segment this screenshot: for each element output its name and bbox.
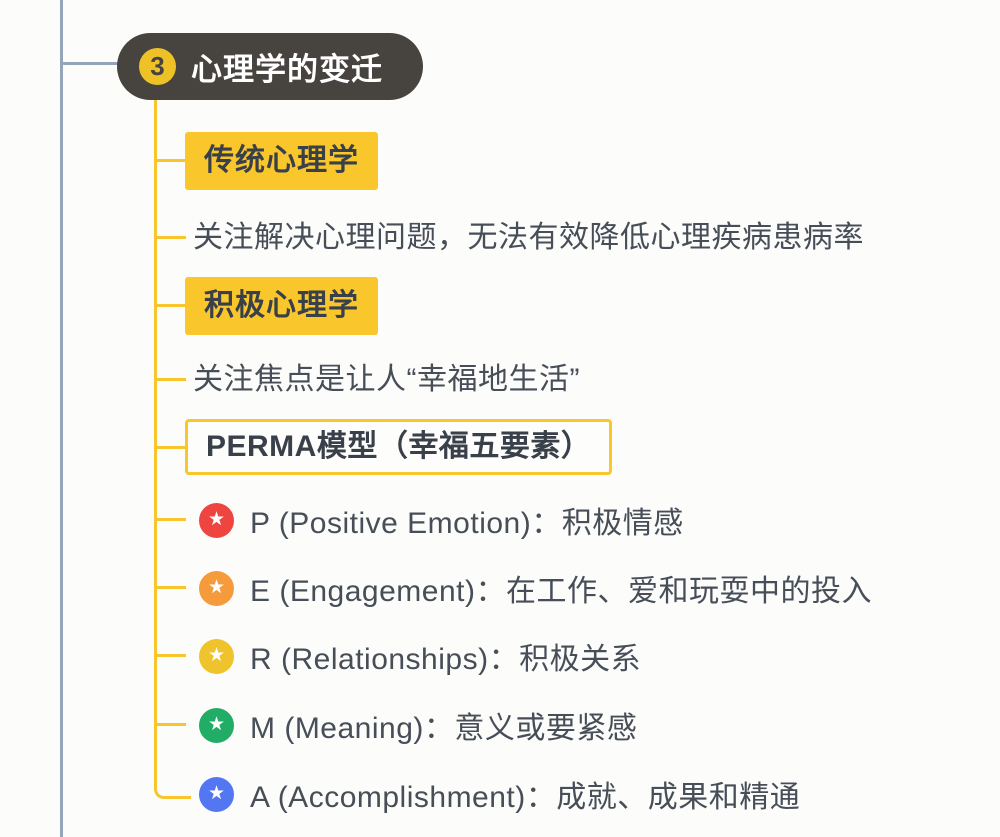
star-icon: ★: [199, 570, 234, 606]
parent-tree-line: [60, 0, 63, 837]
star-glyph: ★: [207, 576, 226, 598]
perma-item-label: M (Meaning)：意义或要紧感: [250, 712, 638, 745]
branch-line: [155, 654, 186, 657]
branch-line: [155, 446, 186, 449]
star-glyph: ★: [207, 644, 226, 666]
perma-item-r[interactable]: ★ R (Relationships)：积极关系: [199, 637, 642, 676]
perma-item-a[interactable]: ★ A (Accomplishment)：成就、成果和精通: [199, 775, 801, 814]
branch-line: [155, 304, 186, 307]
perma-item-p[interactable]: ★ P (Positive Emotion)：积极情感: [199, 501, 684, 540]
root-topic-label: 心理学的变迁: [191, 52, 383, 87]
root-branch-line: [61, 62, 123, 65]
star-icon: ★: [199, 776, 234, 812]
star-glyph: ★: [207, 508, 226, 530]
star-glyph: ★: [207, 782, 226, 804]
star-icon: ★: [199, 707, 234, 743]
perma-item-label: R (Relationships)：积极关系: [250, 643, 642, 676]
branch-line: [155, 723, 186, 726]
perma-item-label: E (Engagement)：在工作、爱和玩耍中的投入: [250, 575, 872, 608]
children-trunk-line: [154, 99, 157, 775]
root-topic-node[interactable]: 3 心理学的变迁: [117, 33, 423, 100]
star-icon: ★: [199, 502, 234, 538]
topic-number-badge-icon: 3: [139, 48, 176, 85]
last-branch-elbow-line: [154, 770, 191, 799]
branch-line: [155, 236, 186, 239]
perma-item-m[interactable]: ★ M (Meaning)：意义或要紧感: [199, 706, 638, 745]
perma-item-label: P (Positive Emotion)：积极情感: [250, 507, 684, 540]
node-traditional-note[interactable]: 关注解决心理问题，无法有效降低心理疾病患病率: [193, 221, 864, 254]
branch-line: [155, 518, 186, 521]
star-glyph: ★: [207, 713, 226, 735]
node-traditional-psychology[interactable]: 传统心理学: [185, 132, 378, 190]
branch-line: [155, 586, 186, 589]
star-icon: ★: [199, 638, 234, 674]
node-positive-note[interactable]: 关注焦点是让人“幸福地生活”: [193, 363, 580, 396]
node-perma-model[interactable]: PERMA模型（幸福五要素）: [185, 419, 613, 475]
perma-item-e[interactable]: ★ E (Engagement)：在工作、爱和玩耍中的投入: [199, 569, 872, 608]
branch-line: [155, 378, 186, 381]
branch-line: [155, 159, 186, 162]
node-positive-psychology[interactable]: 积极心理学: [185, 277, 378, 335]
perma-item-label: A (Accomplishment)：成就、成果和精通: [250, 781, 801, 814]
